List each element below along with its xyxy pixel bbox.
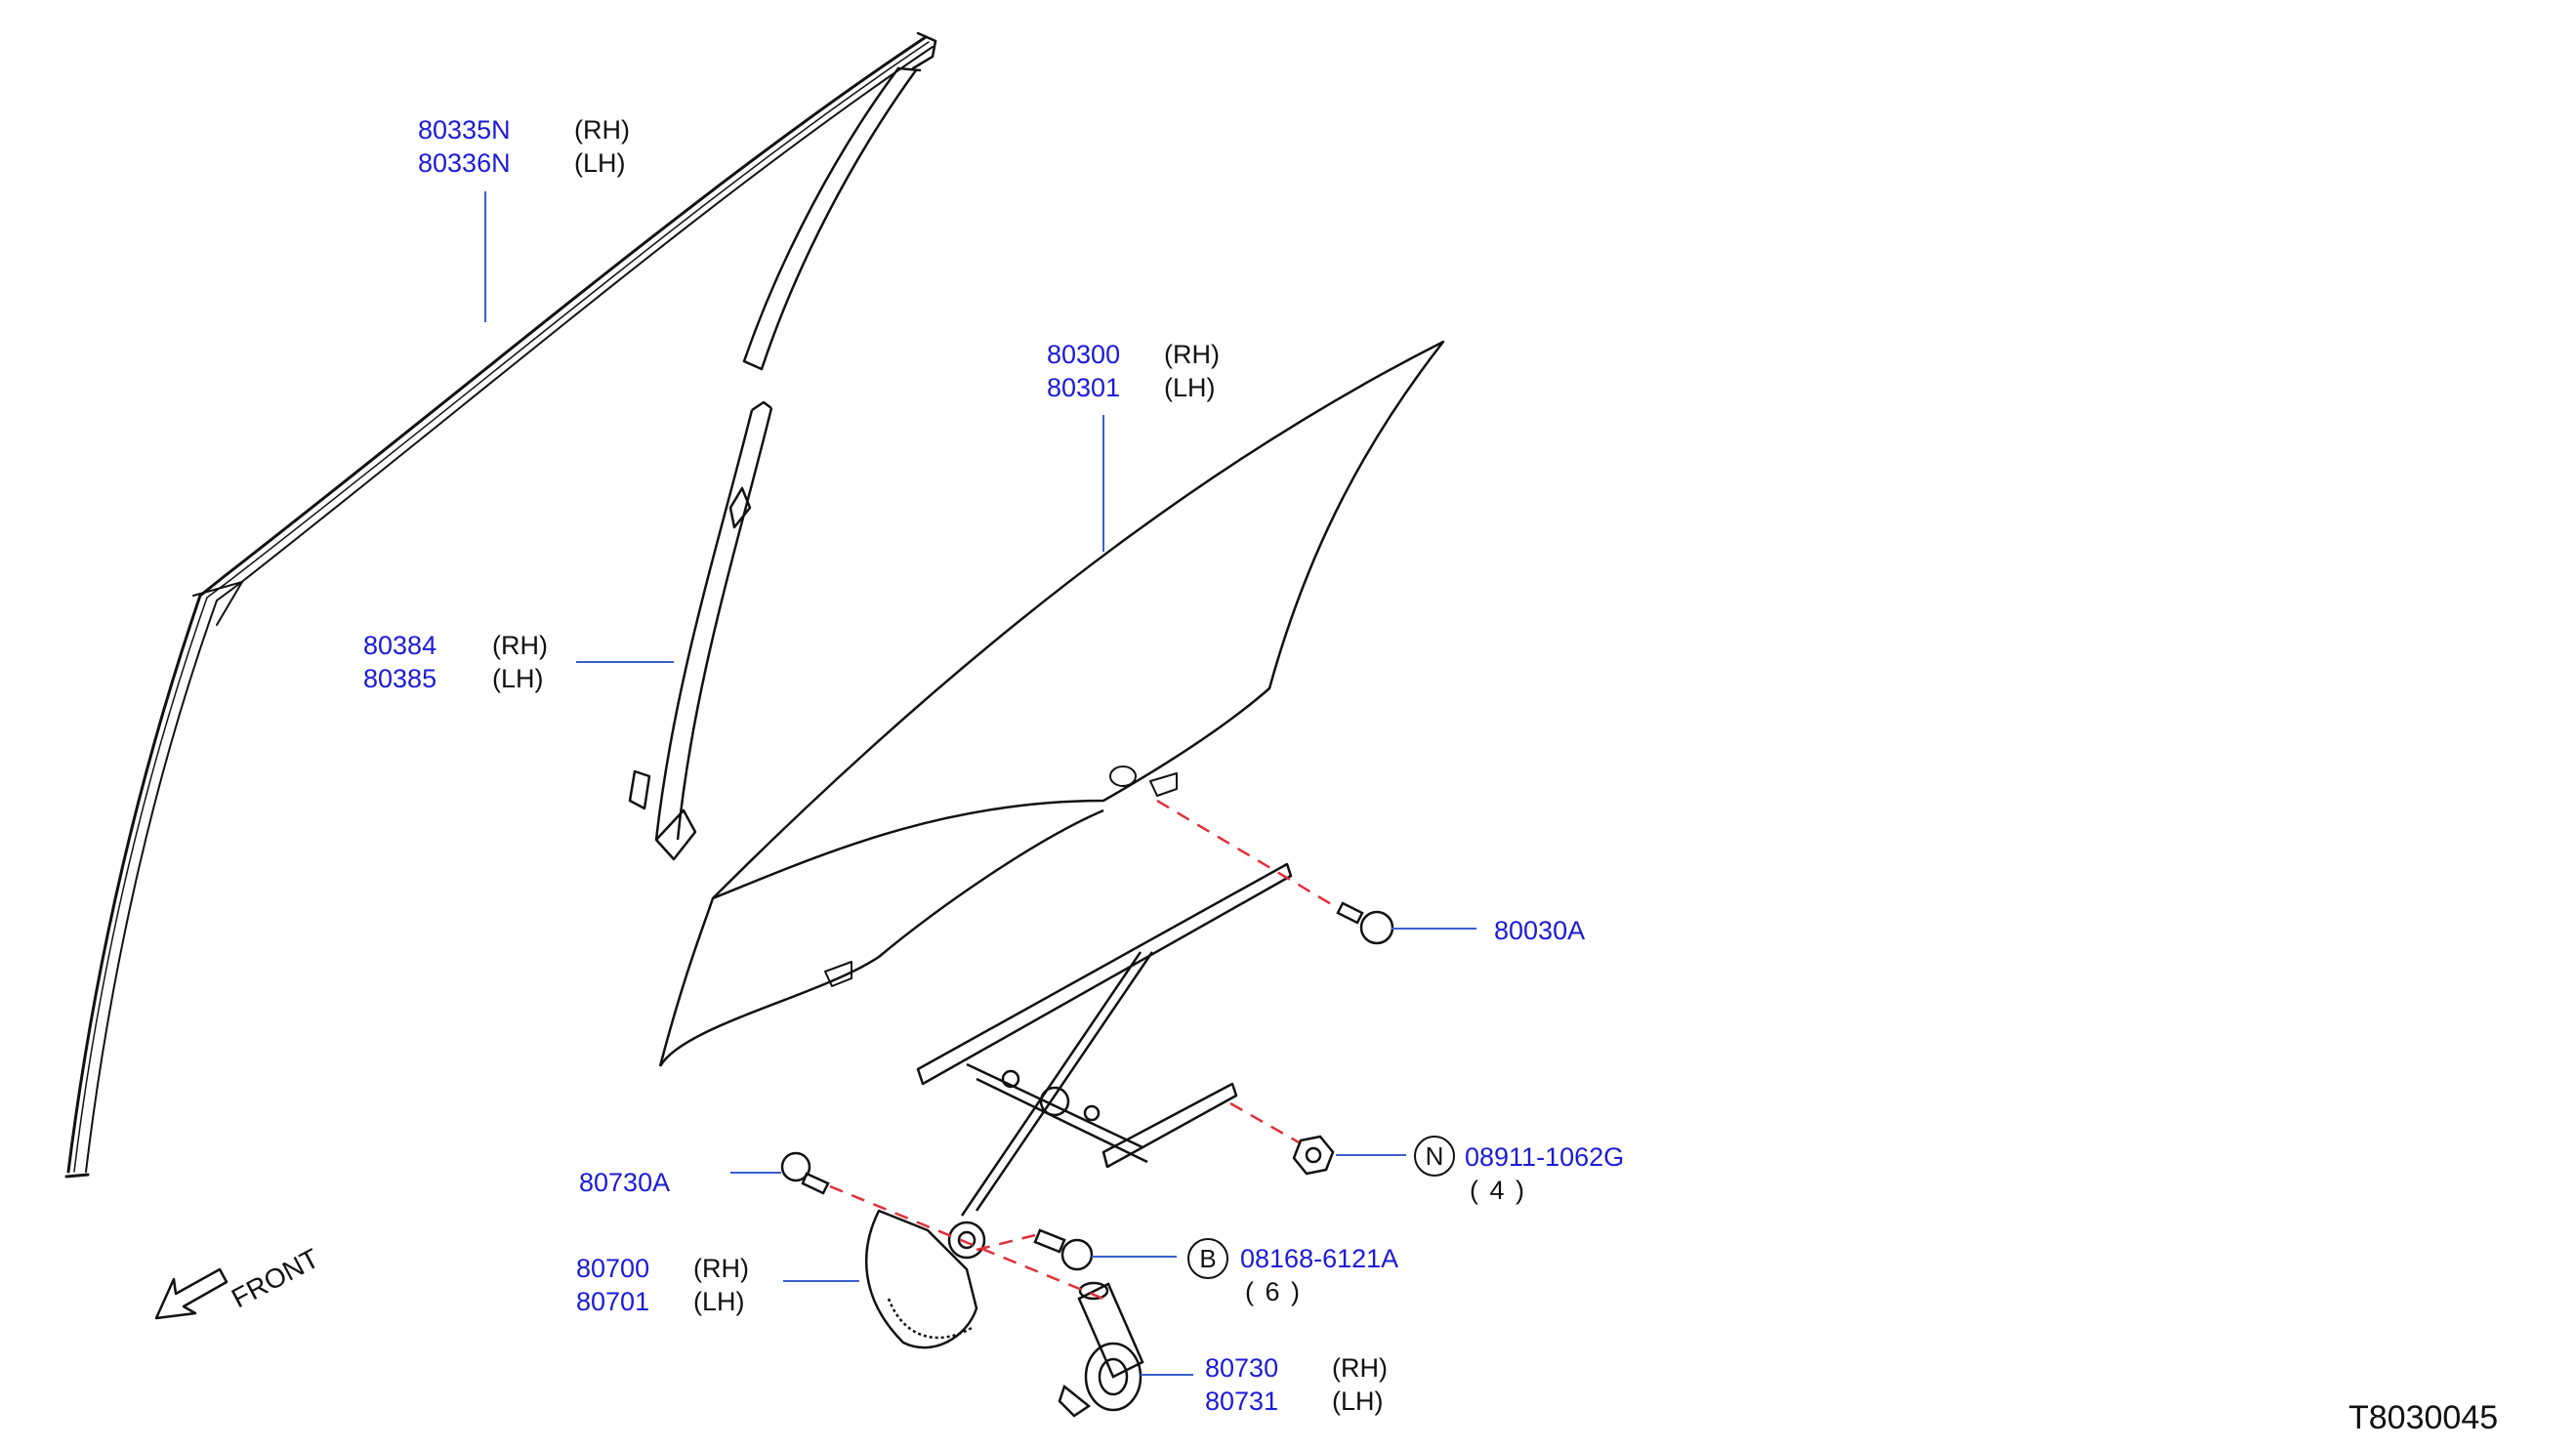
upper-weatherstrip xyxy=(64,31,937,1179)
side-weatherstrip-lh: (LH) xyxy=(574,148,626,178)
window-motor xyxy=(1058,1281,1144,1418)
bolt-symbol-icon: B xyxy=(1187,1238,1228,1279)
pn-motor-screw: 80730A xyxy=(579,1168,671,1197)
side-weatherstrip-rh: (RH) xyxy=(574,115,630,145)
nut-symbol-icon: N xyxy=(1414,1136,1455,1177)
fastener-80030a xyxy=(1336,901,1394,945)
pn-nut: 08911-1062G xyxy=(1465,1142,1625,1172)
regulator-frame xyxy=(864,862,1293,1349)
fastener-nut xyxy=(1292,1135,1335,1176)
qty-nut: ( 4 ) xyxy=(1470,1176,1527,1205)
upper-sash-channel xyxy=(742,66,922,371)
pn-motor-rh: 80730 xyxy=(1205,1353,1279,1383)
side-glass-rh: (RH) xyxy=(1164,340,1220,369)
fastener-80730a xyxy=(780,1151,830,1195)
side-regulator-rh: (RH) xyxy=(693,1254,749,1283)
side-sash-rh: (RH) xyxy=(492,631,548,660)
rear-sash xyxy=(628,400,773,861)
pn-sash-rh: 80384 xyxy=(363,631,437,660)
pn-regulator-lh: 80701 xyxy=(576,1287,650,1316)
diagram-code: T8030045 xyxy=(2348,1399,2499,1436)
door-glass xyxy=(658,340,1445,1067)
pn-sash-lh: 80385 xyxy=(363,664,437,693)
pn-glass-bolt: 80030A xyxy=(1494,916,1586,945)
pn-bolt: 08168-6121A xyxy=(1240,1244,1399,1273)
side-regulator-lh: (LH) xyxy=(693,1287,745,1316)
pn-glass-lh: 80301 xyxy=(1047,373,1121,402)
pn-motor-lh: 80731 xyxy=(1205,1387,1279,1416)
pn-regulator-rh: 80700 xyxy=(576,1254,650,1283)
front-arrow-icon xyxy=(154,1267,229,1320)
side-sash-lh: (LH) xyxy=(492,664,544,693)
side-motor-rh: (RH) xyxy=(1332,1353,1388,1383)
pn-weatherstrip-lh: 80336N xyxy=(418,148,511,178)
qty-bolt: ( 6 ) xyxy=(1245,1277,1303,1306)
fastener-paths xyxy=(829,799,1339,1301)
leader-lines xyxy=(484,191,1476,1376)
side-glass-lh: (LH) xyxy=(1164,373,1216,402)
pn-weatherstrip-rh: 80335N xyxy=(418,115,511,145)
fastener-bolt xyxy=(1033,1228,1094,1271)
pn-glass-rh: 80300 xyxy=(1047,340,1121,369)
side-motor-lh: (LH) xyxy=(1332,1387,1384,1416)
